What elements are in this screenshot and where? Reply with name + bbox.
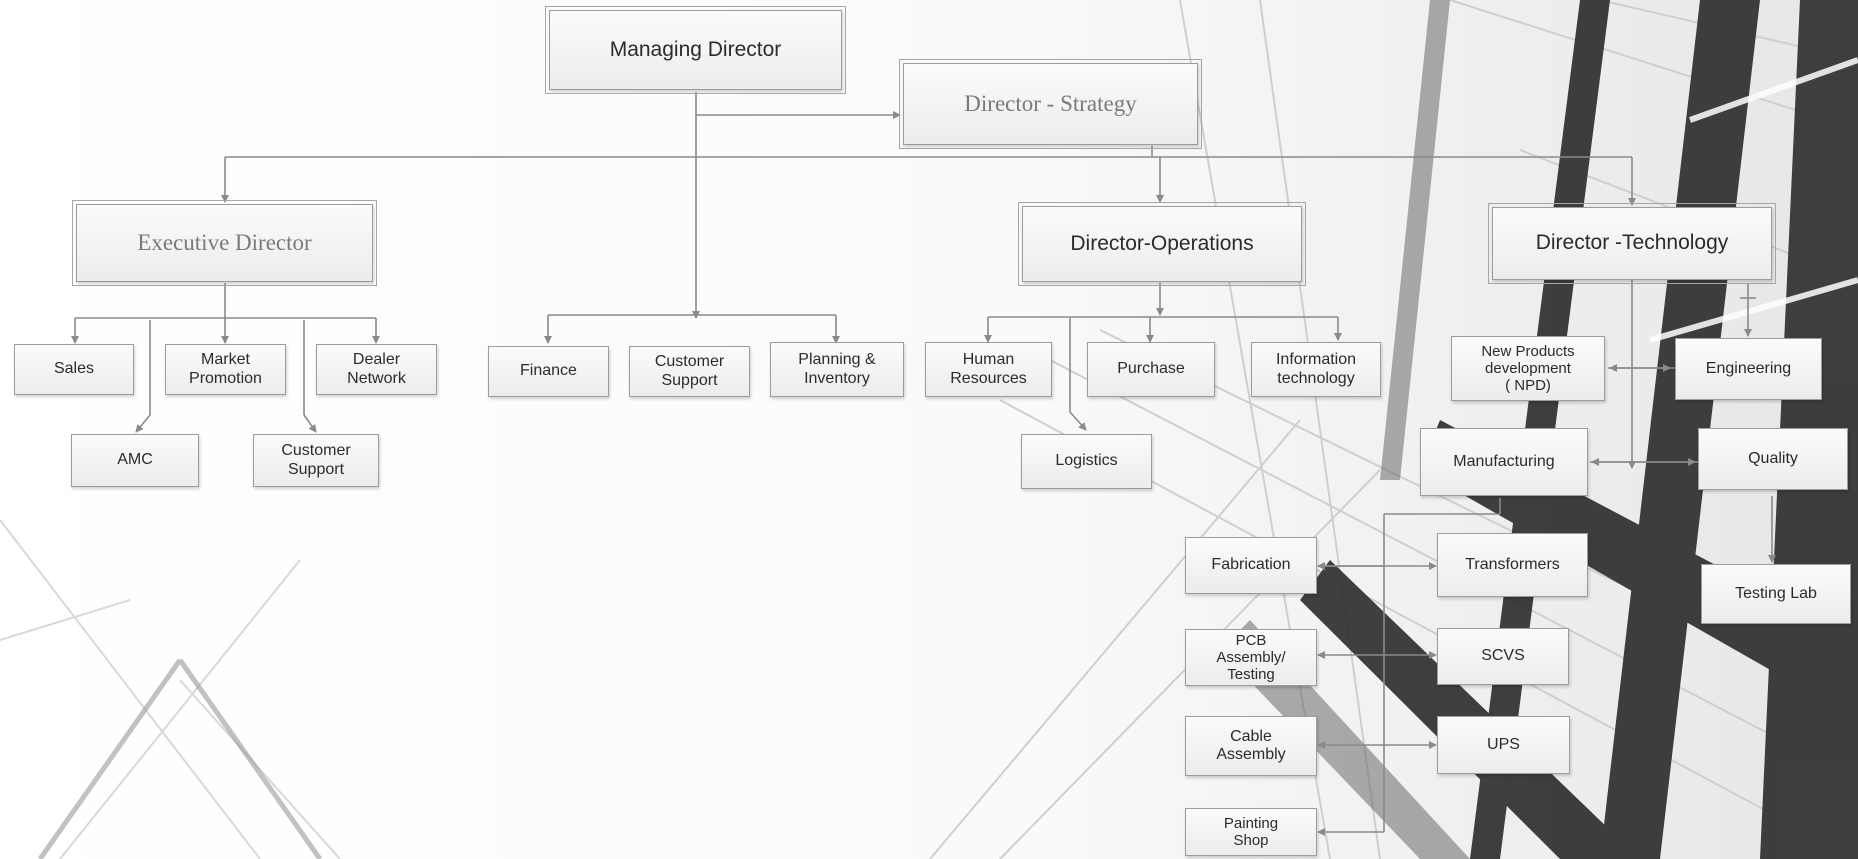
customer-support-md-box: Customer Support: [629, 346, 750, 397]
logistics-box: Logistics: [1021, 434, 1152, 489]
quality-box: Quality: [1698, 428, 1848, 490]
planning-inventory-box: Planning & Inventory: [770, 342, 904, 397]
engineering-box: Engineering: [1675, 338, 1822, 400]
pcb-assembly-box: PCB Assembly/ Testing: [1185, 629, 1317, 686]
market-promotion-box: Market Promotion: [165, 344, 286, 395]
manufacturing-box: Manufacturing: [1420, 428, 1588, 496]
amc-box: AMC: [71, 434, 199, 487]
painting-shop-box: Painting Shop: [1185, 808, 1317, 856]
fabrication-box: Fabrication: [1185, 537, 1317, 594]
npd-box: New Products development ( NPD): [1451, 336, 1605, 401]
ups-box: UPS: [1437, 716, 1570, 774]
dealer-network-box: Dealer Network: [316, 344, 437, 395]
customer-support-exec-box: Customer Support: [253, 434, 379, 487]
director-operations-box: Director-Operations: [1018, 202, 1306, 286]
director-strategy-box: Director - Strategy: [899, 59, 1202, 149]
information-technology-box: Information technology: [1251, 342, 1381, 397]
managing-director-box: Managing Director: [545, 6, 846, 94]
human-resources-box: Human Resources: [925, 342, 1052, 397]
director-technology-box: Director -Technology: [1488, 203, 1776, 284]
executive-director-box: Executive Director: [72, 200, 377, 286]
scvs-box: SCVS: [1437, 628, 1569, 685]
purchase-box: Purchase: [1087, 342, 1215, 397]
cable-assembly-box: Cable Assembly: [1185, 716, 1317, 776]
transformers-box: Transformers: [1437, 533, 1588, 597]
testing-lab-box: Testing Lab: [1701, 564, 1851, 624]
sales-box: Sales: [14, 344, 134, 395]
finance-box: Finance: [488, 346, 609, 397]
